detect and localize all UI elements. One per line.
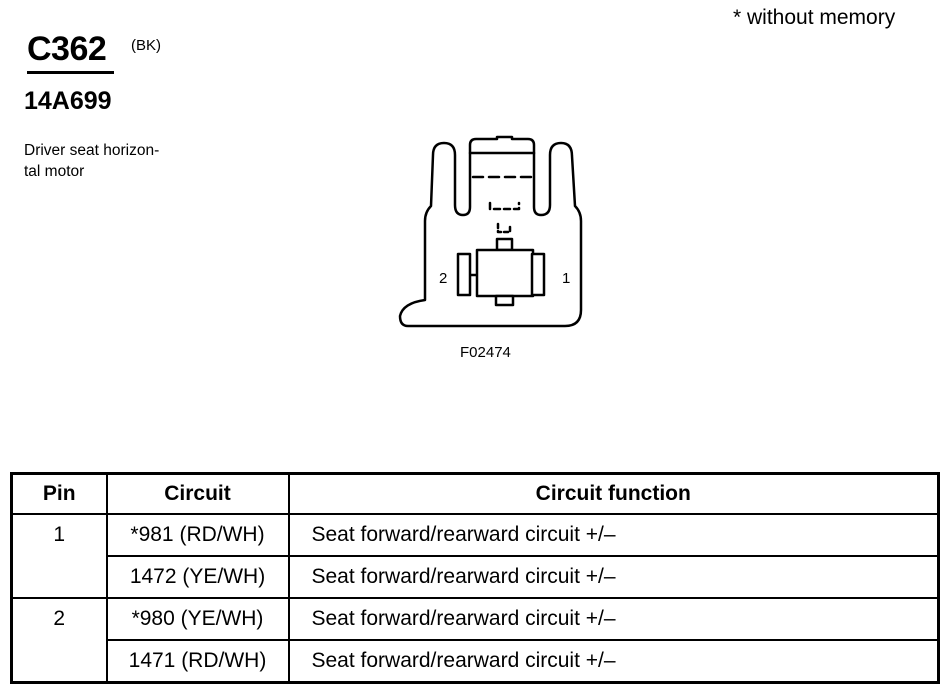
circuit-cell: 1471 (RD/WH) [105, 639, 290, 684]
terminal-cavity-top-tab [495, 237, 514, 252]
connector-housing-outline [398, 135, 583, 328]
terminal-pin-1 [530, 252, 546, 297]
terminal-cavity-bottom-tab [494, 294, 515, 307]
circuit-cell: *981 (RD/WH) [105, 513, 290, 557]
circuit-cell: 1472 (YE/WH) [105, 555, 290, 599]
circuit-function-cell: Seat forward/rearward circuit +/– [287, 597, 940, 641]
header-circuit: Circuit [105, 472, 290, 515]
keyway-outline [488, 201, 521, 211]
table-row: 1472 (YE/WH) Seat forward/rearward circu… [12, 555, 940, 599]
table-row: 1471 (RD/WH) Seat forward/rearward circu… [12, 639, 940, 684]
pin-circuit-table: Pin Circuit Circuit function 1 *981 (RD/… [10, 472, 940, 684]
connector-face-diagram: 2 1 [398, 135, 583, 328]
circuit-function-cell: Seat forward/rearward circuit +/– [287, 555, 940, 599]
circuit-function-cell: Seat forward/rearward circuit +/– [287, 513, 940, 557]
circuit-function-cell: Seat forward/rearward circuit +/– [287, 639, 940, 684]
table-row: 1 *981 (RD/WH) Seat forward/rearward cir… [10, 513, 940, 599]
header-pin: Pin [10, 472, 108, 515]
description-line-1: Driver seat horizon- [24, 142, 160, 159]
circuit-cell: *980 (YE/WH) [105, 597, 290, 641]
figure-code: F02474 [460, 344, 511, 361]
connector-id-underline [27, 71, 114, 74]
pin-1-label: 1 [562, 270, 570, 287]
pin-2-label: 2 [439, 270, 447, 287]
connector-id: C362 [27, 30, 107, 68]
table-row: 2 *980 (YE/WH) Seat forward/rearward cir… [10, 597, 940, 684]
connector-description: Driver seat horizon- tal motor [24, 140, 199, 182]
table-header-row: Pin Circuit Circuit function [10, 472, 940, 515]
footnote-without-memory: * without memory [733, 6, 896, 29]
connector-color: (BK) [131, 37, 161, 54]
header-circuit-function: Circuit function [287, 472, 940, 515]
description-line-2: tal motor [24, 163, 85, 180]
terminal-cavity-body [475, 248, 535, 298]
part-number: 14A699 [24, 87, 112, 115]
terminal-pin-2 [456, 252, 472, 297]
keyway-stem [496, 222, 512, 234]
pin-number: 1 [10, 513, 108, 599]
pin-number: 2 [10, 597, 108, 684]
